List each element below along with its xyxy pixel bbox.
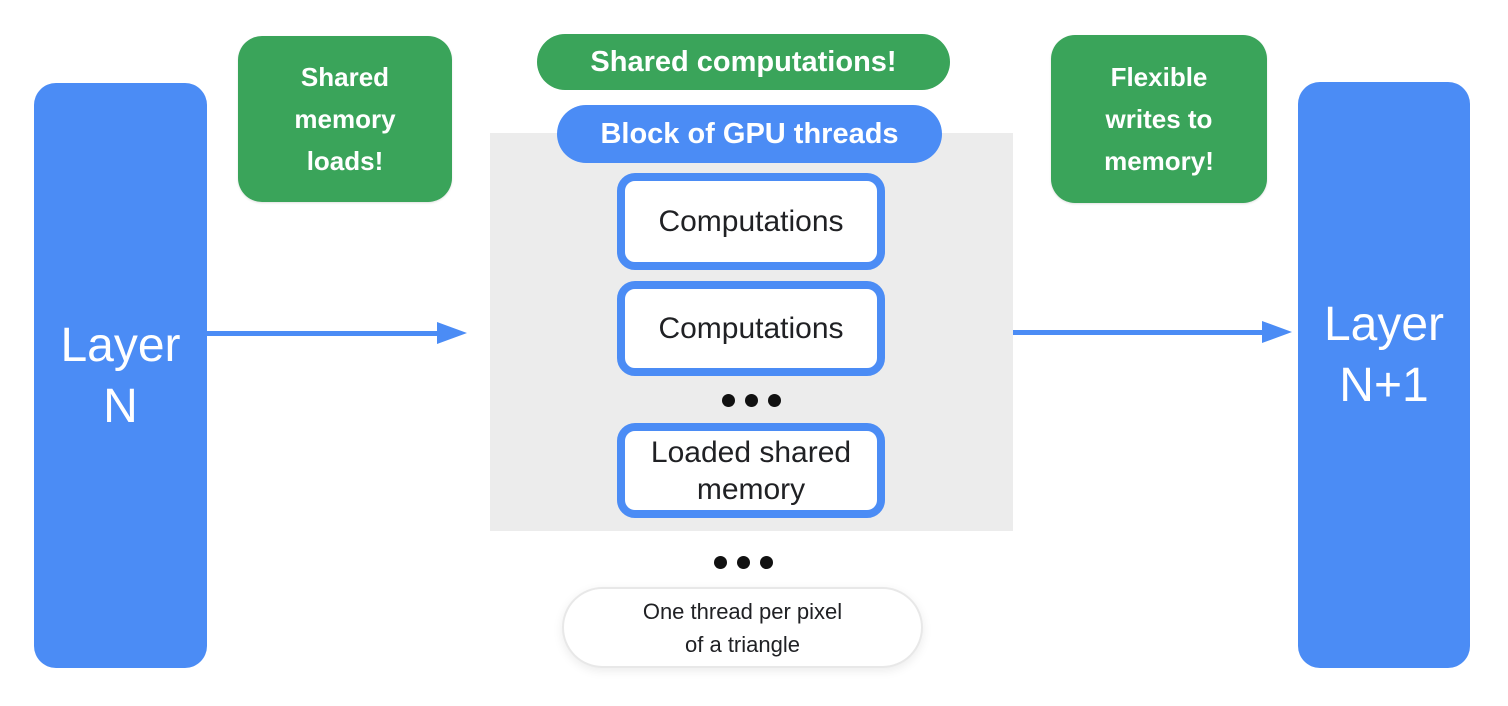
callout-flexible-writes-line1: Flexible [1110,62,1208,92]
flow-arrow-left-head-icon [437,322,467,344]
callout-shared-memory-loads: Shared memory loads! [238,36,452,202]
flow-arrow-left-line [207,331,439,336]
computations-box-2-label: Computations [658,312,844,345]
flow-arrow-right-line [1013,330,1264,335]
note-one-thread-per-pixel: One thread per pixel of a triangle [562,587,923,668]
dot-icon [713,555,727,569]
layer-n-label-line2: N [103,379,138,433]
loaded-shared-memory-label-line1: Loaded shared [650,435,852,469]
callout-flexible-writes: Flexible writes to memory! [1051,35,1267,203]
computations-box-1: Computations [617,173,885,270]
layer-n-plus-1-label-line2: N+1 [1339,359,1429,412]
layer-n-label: Layer N [60,315,180,437]
gpu-block-title: Block of GPU threads [557,105,942,163]
layer-n-plus-1-block: Layer N+1 [1298,82,1470,668]
callout-flexible-writes-line2: writes to [1105,104,1213,134]
dot-icon [767,393,781,407]
callout-shared-memory-loads-line3: loads! [306,146,384,176]
layer-n-block: Layer N [34,83,207,668]
layer-n-plus-1-label-line1: Layer [1323,298,1445,351]
layer-n-label-line1: Layer [60,318,181,372]
dot-icon [736,555,750,569]
note-line2: of a triangle [685,631,800,657]
dot-icon [759,555,773,569]
computations-box-1-label: Computations [658,205,844,238]
callout-shared-memory-loads-line1: Shared [300,62,390,92]
flow-arrow-right-head-icon [1262,321,1292,343]
loaded-shared-memory-box: Loaded shared memory [617,423,885,518]
loaded-shared-memory-label-line2: memory [696,472,806,506]
note-line1: One thread per pixel [642,598,843,624]
callout-shared-memory-loads-line2: memory [294,104,396,134]
callout-flexible-writes-line3: memory! [1104,146,1214,176]
callout-shared-computations: Shared computations! [537,34,950,90]
computations-box-2: Computations [617,281,885,376]
dot-icon [721,393,735,407]
ellipsis-dots-icon [609,550,877,574]
ellipsis-dots-icon [617,388,885,412]
layer-n-plus-1-label: Layer N+1 [1324,294,1444,416]
dot-icon [744,393,758,407]
